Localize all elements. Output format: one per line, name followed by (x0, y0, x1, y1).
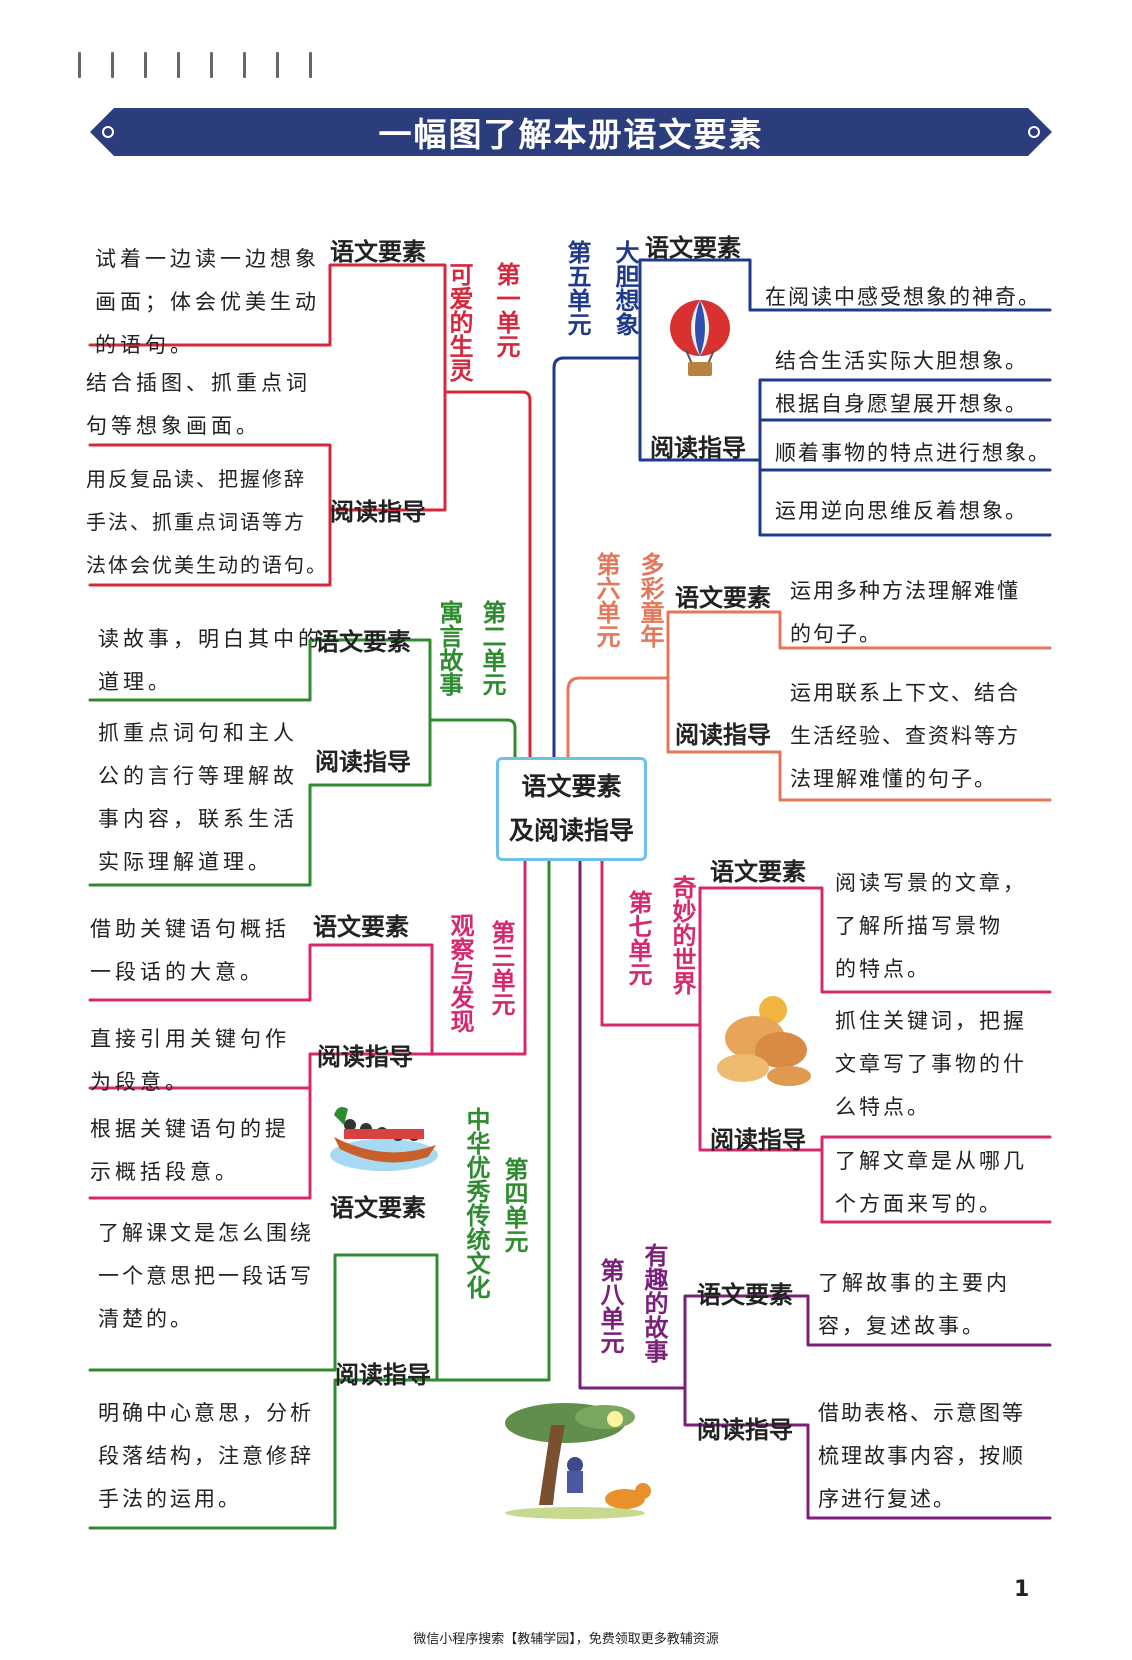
unit7-guide-text-2: 了解文章是从哪几个方面来写的。 (835, 1149, 1027, 1216)
unit7-guide-text-1: 抓住关键词，把握文章写了事物的什么特点。 (835, 1009, 1027, 1119)
unit3-theme: 观察与发现 (446, 913, 474, 1033)
unit1-guide-text-1: 结合插图、抓重点词句等想象画面。 (86, 371, 311, 438)
footer-note: 微信小程序搜索【教辅学园】，免费领取更多教辅资源 (413, 1632, 719, 1647)
unit6-ordinal: 第六单元 (592, 552, 620, 648)
rock-landscape-illustration (717, 996, 811, 1086)
unit3-element-text: 借助关键语句概括一段话的大意。 (90, 917, 290, 984)
unit8-element-label: 语文要素 (697, 1281, 793, 1309)
unit8-guide-text-1: 借助表格、示意图等梳理故事内容，按顺序进行复述。 (818, 1401, 1025, 1511)
unit6-guide-label: 阅读指导 (675, 721, 771, 749)
unit2-element-label: 语文要素 (315, 628, 411, 656)
unit4-element-label: 语文要素 (330, 1194, 426, 1222)
unit5-ordinal: 第五单元 (563, 240, 591, 336)
unit5-guide-label: 阅读指导 (650, 434, 746, 462)
unit6-element-label: 语文要素 (675, 584, 771, 612)
binder-tick (144, 52, 147, 78)
unit3-guide-label: 阅读指导 (317, 1043, 413, 1071)
unit5-element-text: 在阅读中感受想象的神奇。 (765, 285, 1041, 309)
unit7-element-label: 语文要素 (710, 858, 806, 886)
unit5-guide-text-1: 结合生活实际大胆想象。 (775, 349, 1028, 373)
center-node: 语文要素 及阅读指导 (496, 757, 647, 861)
unit3-guide-text-1: 直接引用关键句作为段意。 (90, 1027, 290, 1094)
unit6-theme: 多彩童年 (636, 552, 664, 648)
binder-tick (276, 52, 279, 78)
unit8-element-text: 了解故事的主要内容，复述故事。 (818, 1271, 1010, 1338)
unit8-guide-label: 阅读指导 (697, 1416, 793, 1444)
hot-air-balloon-illustration (670, 300, 730, 376)
page-number: 1 (1014, 1577, 1030, 1602)
unit7-ordinal: 第七单元 (624, 890, 652, 986)
unit7-guide-label: 阅读指导 (710, 1126, 806, 1154)
unit4-ordinal: 第四单元 (500, 1157, 528, 1253)
unit3-ordinal: 第三单元 (487, 920, 515, 1016)
binder-tick (111, 52, 114, 78)
binder-tick (78, 52, 81, 78)
unit5-element-label: 语文要素 (645, 234, 741, 262)
binder-tick (309, 52, 312, 78)
unit1-ordinal: 第一单元 (492, 262, 520, 358)
unit8-theme: 有趣的故事 (640, 1243, 668, 1363)
unit7-theme: 奇妙的世界 (668, 875, 696, 995)
unit7-element-text: 阅读写景的文章，了解所描写景物的特点。 (835, 871, 1027, 981)
unit2-guide-label: 阅读指导 (315, 748, 411, 776)
page-title: 一幅图了解本册语文要素 (378, 115, 764, 154)
unit1-theme: 可爱的生灵 (445, 262, 473, 382)
unit4-guide-label: 阅读指导 (335, 1361, 431, 1389)
unit5-guide-text-4: 运用逆向思维反着想象。 (775, 499, 1028, 523)
binder-tick (243, 52, 246, 78)
center-line-2: 及阅读指导 (508, 816, 634, 845)
unit4-theme: 中华优秀传统文化 (462, 1107, 490, 1299)
unit5-guide-text-3: 顺着事物的特点进行想象。 (775, 441, 1051, 465)
unit4-element-text: 了解课文是怎么围绕一个意思把一段话写清楚的。 (98, 1221, 314, 1331)
unit1-guide-label: 阅读指导 (330, 498, 426, 526)
dragon-boat-illustration (328, 1085, 440, 1173)
title-banner: 一幅图了解本册语文要素 (90, 108, 1052, 156)
unit1-element-text: 试着一边读一边想象画面；体会优美生动的语句。 (95, 247, 320, 357)
binder-tick (210, 52, 213, 78)
unit8-ordinal: 第八单元 (596, 1258, 624, 1354)
unit5-guide-text-2: 根据自身愿望展开想象。 (775, 392, 1028, 416)
binder-tick (177, 52, 180, 78)
unit1-guide-text-2: 用反复品读、把握修辞手法、抓重点词语等方法体会优美生动的语句。 (86, 467, 328, 577)
tree-tiger-illustration (505, 1403, 651, 1519)
center-line-1: 语文要素 (521, 772, 622, 801)
unit6-guide-text-1: 运用联系上下文、结合生活经验、查资料等方法理解难懂的句子。 (790, 681, 1020, 791)
unit3-guide-text-2: 根据关键语句的提示概括段意。 (90, 1117, 290, 1184)
unit3-element-label: 语文要素 (313, 913, 409, 941)
unit1-element-label: 语文要素 (330, 238, 426, 266)
unit4-guide-text-1: 明确中心意思，分析段落结构，注意修辞手法的运用。 (98, 1401, 314, 1511)
unit2-guide-text-1: 抓重点词句和主人公的言行等理解故事内容，联系生活实际理解道理。 (98, 721, 298, 874)
unit5-theme: 大胆想象 (611, 240, 639, 336)
unit2-theme: 寓言故事 (435, 600, 463, 696)
unit2-element-text: 读故事，明白其中的道理。 (98, 627, 323, 694)
unit6-element-text: 运用多种方法理解难懂的句子。 (790, 579, 1020, 646)
unit2-ordinal: 第二单元 (478, 600, 506, 696)
